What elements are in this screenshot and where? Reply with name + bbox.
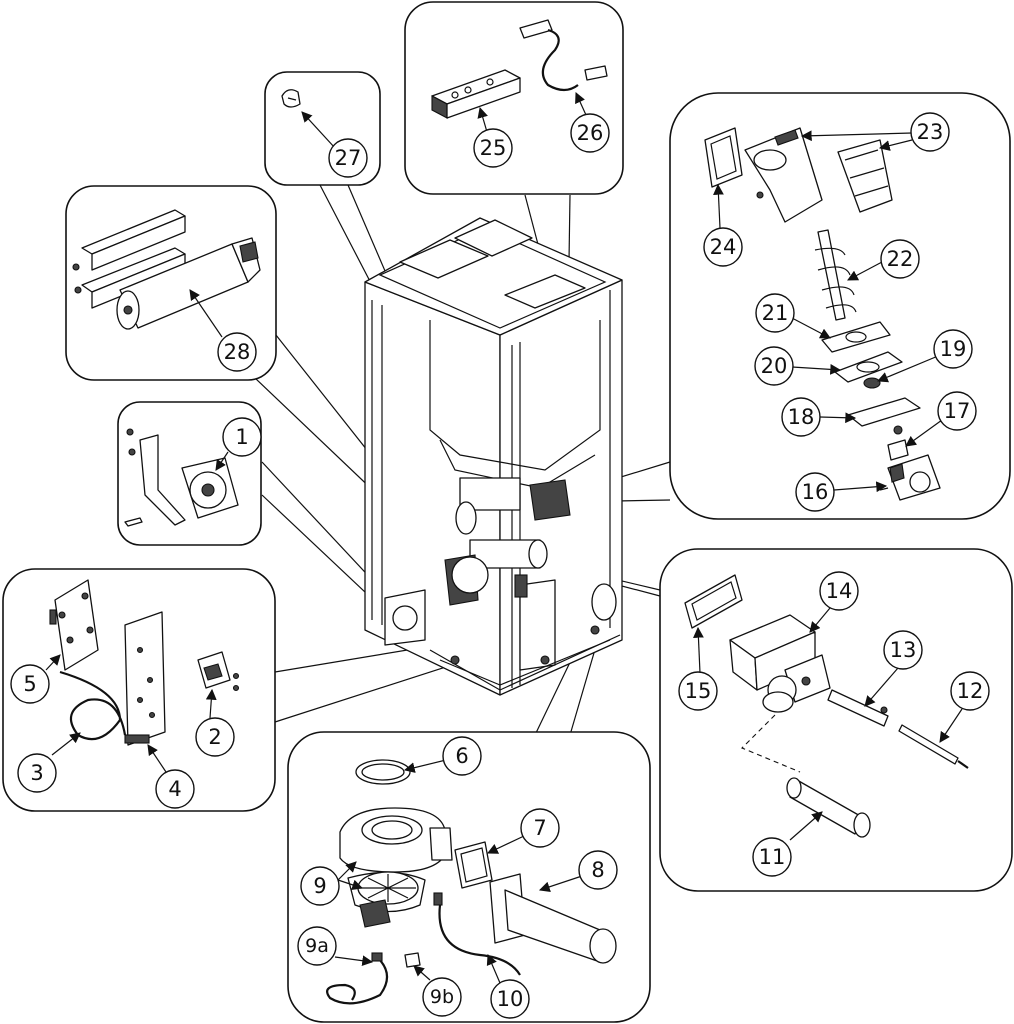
part-13-igniter-tube xyxy=(827,689,889,727)
part-16-auger-motor xyxy=(879,454,941,501)
callout-10 xyxy=(490,979,530,1019)
callout-19 xyxy=(933,329,973,369)
callout-25 xyxy=(473,128,513,168)
part-11-pipe xyxy=(741,714,871,838)
part-25-control-panel xyxy=(431,69,521,119)
part-6-gasket-ring xyxy=(355,759,411,785)
label-26: 26 xyxy=(577,121,604,145)
main-cabinet-assembly xyxy=(364,217,623,696)
callout-16 xyxy=(795,472,835,512)
callout-24 xyxy=(703,227,743,267)
part-21-plate xyxy=(821,321,891,353)
callout-27 xyxy=(328,138,368,178)
callout-9a xyxy=(297,926,337,966)
callout-13 xyxy=(883,630,923,670)
part-28-igniter-assembly xyxy=(72,209,261,330)
callout-9 xyxy=(300,866,340,906)
callout-8 xyxy=(578,850,618,890)
label-11: 11 xyxy=(759,845,786,869)
label-9a: 9a xyxy=(305,935,329,957)
label-20: 20 xyxy=(761,354,788,378)
part-1-fan xyxy=(124,428,239,527)
callout-3 xyxy=(17,753,57,793)
label-6: 6 xyxy=(455,744,468,768)
part-4-main-board xyxy=(124,611,166,746)
label-24: 24 xyxy=(710,235,737,259)
callout-5 xyxy=(10,664,50,704)
part-27-clip xyxy=(281,89,301,108)
callout-4 xyxy=(155,769,195,809)
callout-28 xyxy=(217,332,257,372)
label-17: 17 xyxy=(944,399,971,423)
panel-control-board xyxy=(404,1,624,195)
label-28: 28 xyxy=(224,340,251,364)
callout-20 xyxy=(754,346,794,386)
label-7: 7 xyxy=(533,816,546,840)
part-9b-connector xyxy=(404,952,421,968)
part-18-mount-plate xyxy=(847,397,921,427)
label-3: 3 xyxy=(30,761,43,785)
part-15-gasket xyxy=(684,574,743,629)
label-8: 8 xyxy=(591,858,604,882)
part-23-hopper-chute xyxy=(744,127,893,223)
label-9: 9 xyxy=(313,874,326,898)
part-7-gasket xyxy=(454,841,493,889)
label-21: 21 xyxy=(762,301,789,325)
label-25: 25 xyxy=(480,136,507,160)
callout-14 xyxy=(819,571,859,611)
label-12: 12 xyxy=(957,679,984,703)
label-5: 5 xyxy=(23,672,36,696)
callout-2 xyxy=(195,717,235,757)
callout-1 xyxy=(222,417,262,457)
label-10: 10 xyxy=(497,987,524,1011)
callout-23 xyxy=(910,112,950,152)
label-16: 16 xyxy=(802,480,829,504)
label-27: 27 xyxy=(335,146,362,170)
label-2: 2 xyxy=(208,725,221,749)
label-1: 1 xyxy=(235,425,248,449)
label-9b: 9b xyxy=(430,986,454,1008)
part-22-auger xyxy=(814,229,857,321)
label-4: 4 xyxy=(168,777,181,801)
label-14: 14 xyxy=(826,579,853,603)
callout-21 xyxy=(755,293,795,333)
label-19: 19 xyxy=(940,337,967,361)
callout-15 xyxy=(678,671,718,711)
part-24-gasket xyxy=(704,127,743,188)
part-5-display-board xyxy=(49,579,99,671)
label-13: 13 xyxy=(890,638,917,662)
callout-22 xyxy=(880,239,920,279)
callout-18 xyxy=(781,397,821,437)
callout-9b xyxy=(422,977,462,1017)
part-2-switch xyxy=(197,651,240,692)
callout-17 xyxy=(937,391,977,431)
part-10-sensor-wire xyxy=(433,892,521,976)
label-22: 22 xyxy=(887,247,914,271)
part-26-cable xyxy=(519,19,608,92)
part-17-coupler xyxy=(887,425,909,461)
label-18: 18 xyxy=(788,405,815,429)
callout-11 xyxy=(752,837,792,877)
part-14-burn-pot xyxy=(729,614,831,713)
part-8-exhaust-pipe xyxy=(489,873,617,964)
part-19-bushing xyxy=(863,377,881,389)
part-12-igniter-element xyxy=(898,724,969,769)
callout-26 xyxy=(570,113,610,153)
part-9-blower xyxy=(339,807,453,928)
callout-12 xyxy=(950,671,990,711)
label-23: 23 xyxy=(917,120,944,144)
label-15: 15 xyxy=(685,679,712,703)
callout-6 xyxy=(442,736,482,776)
callout-7 xyxy=(520,808,560,848)
part-20-gasket xyxy=(834,351,903,383)
